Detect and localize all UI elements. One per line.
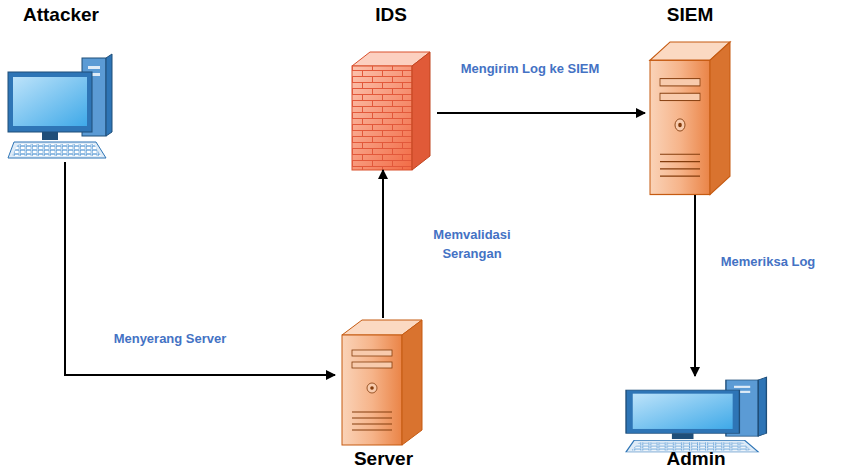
siem-node: SIEM	[645, 4, 735, 195]
edge-label: Memvalidasi Serangan	[408, 226, 537, 264]
node-label: IDS	[345, 4, 437, 26]
attacker-computer-icon	[8, 54, 112, 158]
edge-label: Memeriksa Log	[701, 253, 835, 272]
admin-node: Admin	[625, 376, 767, 470]
node-label: Server	[335, 448, 432, 470]
server-node: Server	[335, 318, 432, 470]
siem-server-icon	[650, 42, 730, 195]
admin-computer-icon	[626, 377, 766, 452]
node-label: Admin	[625, 448, 767, 470]
node-label: Attacker	[5, 4, 117, 26]
arrow-connector	[694, 195, 696, 376]
attacker-node: Attacker	[5, 4, 117, 162]
arrow-connector	[65, 162, 335, 375]
edge-label: Menyerang Server	[88, 330, 252, 349]
ids-node: IDS	[345, 4, 437, 170]
arrow-connector	[382, 170, 384, 318]
arrow-connector	[437, 112, 645, 114]
node-label: SIEM	[645, 4, 735, 26]
edge-label: Mengirim Log ke SIEM	[453, 60, 607, 79]
firewall-icon	[352, 52, 430, 170]
server-icon	[342, 320, 422, 445]
